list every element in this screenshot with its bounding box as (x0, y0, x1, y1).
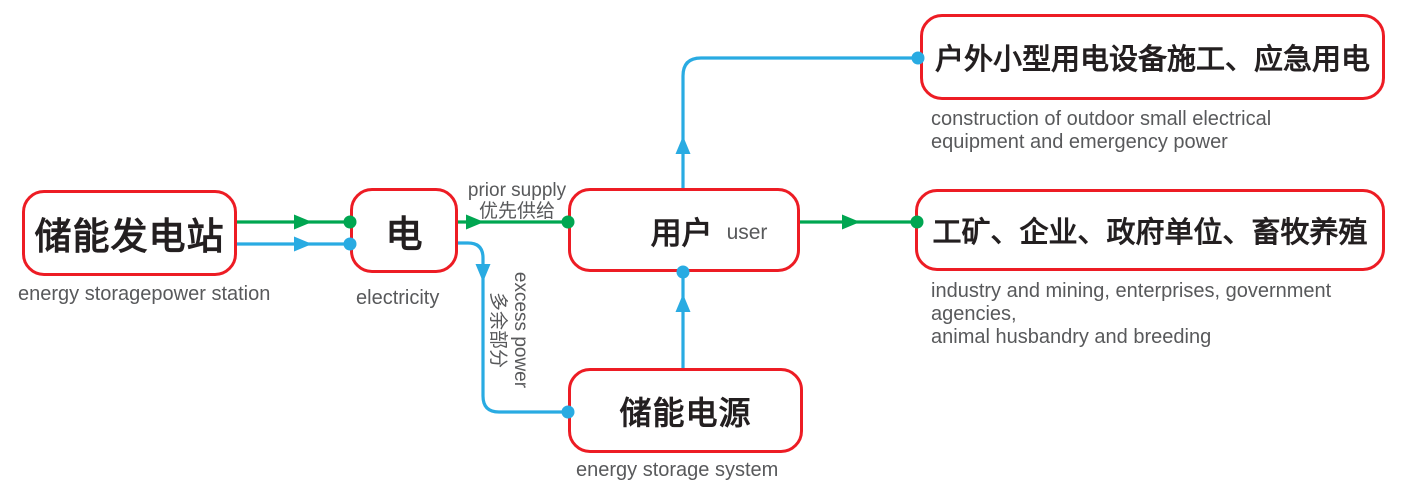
arrowhead-station-to-electricity-green (294, 214, 312, 230)
caption-energy-storage-system: energy storage system (576, 459, 779, 481)
node-outdoor-equipment-label: 户外小型用电设备施工、应急用电 (934, 44, 1370, 76)
arrowhead-user-to-industry-green (842, 214, 860, 230)
edge-label-prior-supply: prior supply 优先供给 (452, 180, 582, 222)
caption-industry-mining: industry and mining, enterprises, govern… (931, 280, 1405, 349)
caption-industry-line1: industry and mining, enterprises, govern… (931, 280, 1332, 325)
arrowhead-storage-to-user-blue (675, 294, 691, 312)
node-energy-storage-power-station: 储能发电站 (22, 190, 237, 276)
edge-label-excess-power-zh: 多余部分 (487, 291, 508, 368)
node-user: 用户 user (568, 188, 800, 272)
node-energy-storage-system-label: 储能电源 (619, 394, 752, 431)
caption-outdoor-line2: equipment and emergency power (931, 131, 1228, 153)
node-outdoor-equipment: 户外小型用电设备施工、应急用电 (920, 14, 1385, 100)
caption-energy-storage-power-station: energy storagepower station (18, 283, 271, 305)
arrowhead-user-to-outdoor-blue (675, 136, 691, 154)
edge-label-prior-supply-zh: 优先供给 (478, 201, 555, 222)
edge-label-prior-supply-en: prior supply (467, 180, 567, 201)
node-energy-storage-power-station-label: 储能发电站 (34, 216, 225, 257)
node-user-inner: 用户 user (651, 208, 768, 253)
node-industry-mining: 工矿、企业、政府单位、畜牧养殖 (915, 189, 1385, 271)
node-energy-storage-system: 储能电源 (568, 368, 803, 453)
caption-outdoor-line1: construction of outdoor small electrical (931, 108, 1272, 130)
node-electricity: 电 (350, 188, 458, 273)
caption-industry-line2: animal husbandry and breeding (931, 326, 1212, 348)
node-user-label: 用户 (650, 215, 713, 251)
edge-label-excess-power: excess power 多余部分 (487, 268, 532, 392)
caption-outdoor-equipment: construction of outdoor small electrical… (931, 108, 1271, 154)
caption-electricity: electricity (356, 287, 440, 309)
node-electricity-label: 电 (385, 213, 423, 255)
edge-user-to-outdoor-blue (681, 56, 918, 188)
node-industry-mining-label: 工矿、企业、政府单位、畜牧养殖 (932, 217, 1368, 249)
arrowhead-station-to-electricity-blue (294, 236, 312, 252)
node-user-sublabel: user (726, 221, 768, 244)
edge-label-excess-power-en: excess power (510, 271, 531, 389)
